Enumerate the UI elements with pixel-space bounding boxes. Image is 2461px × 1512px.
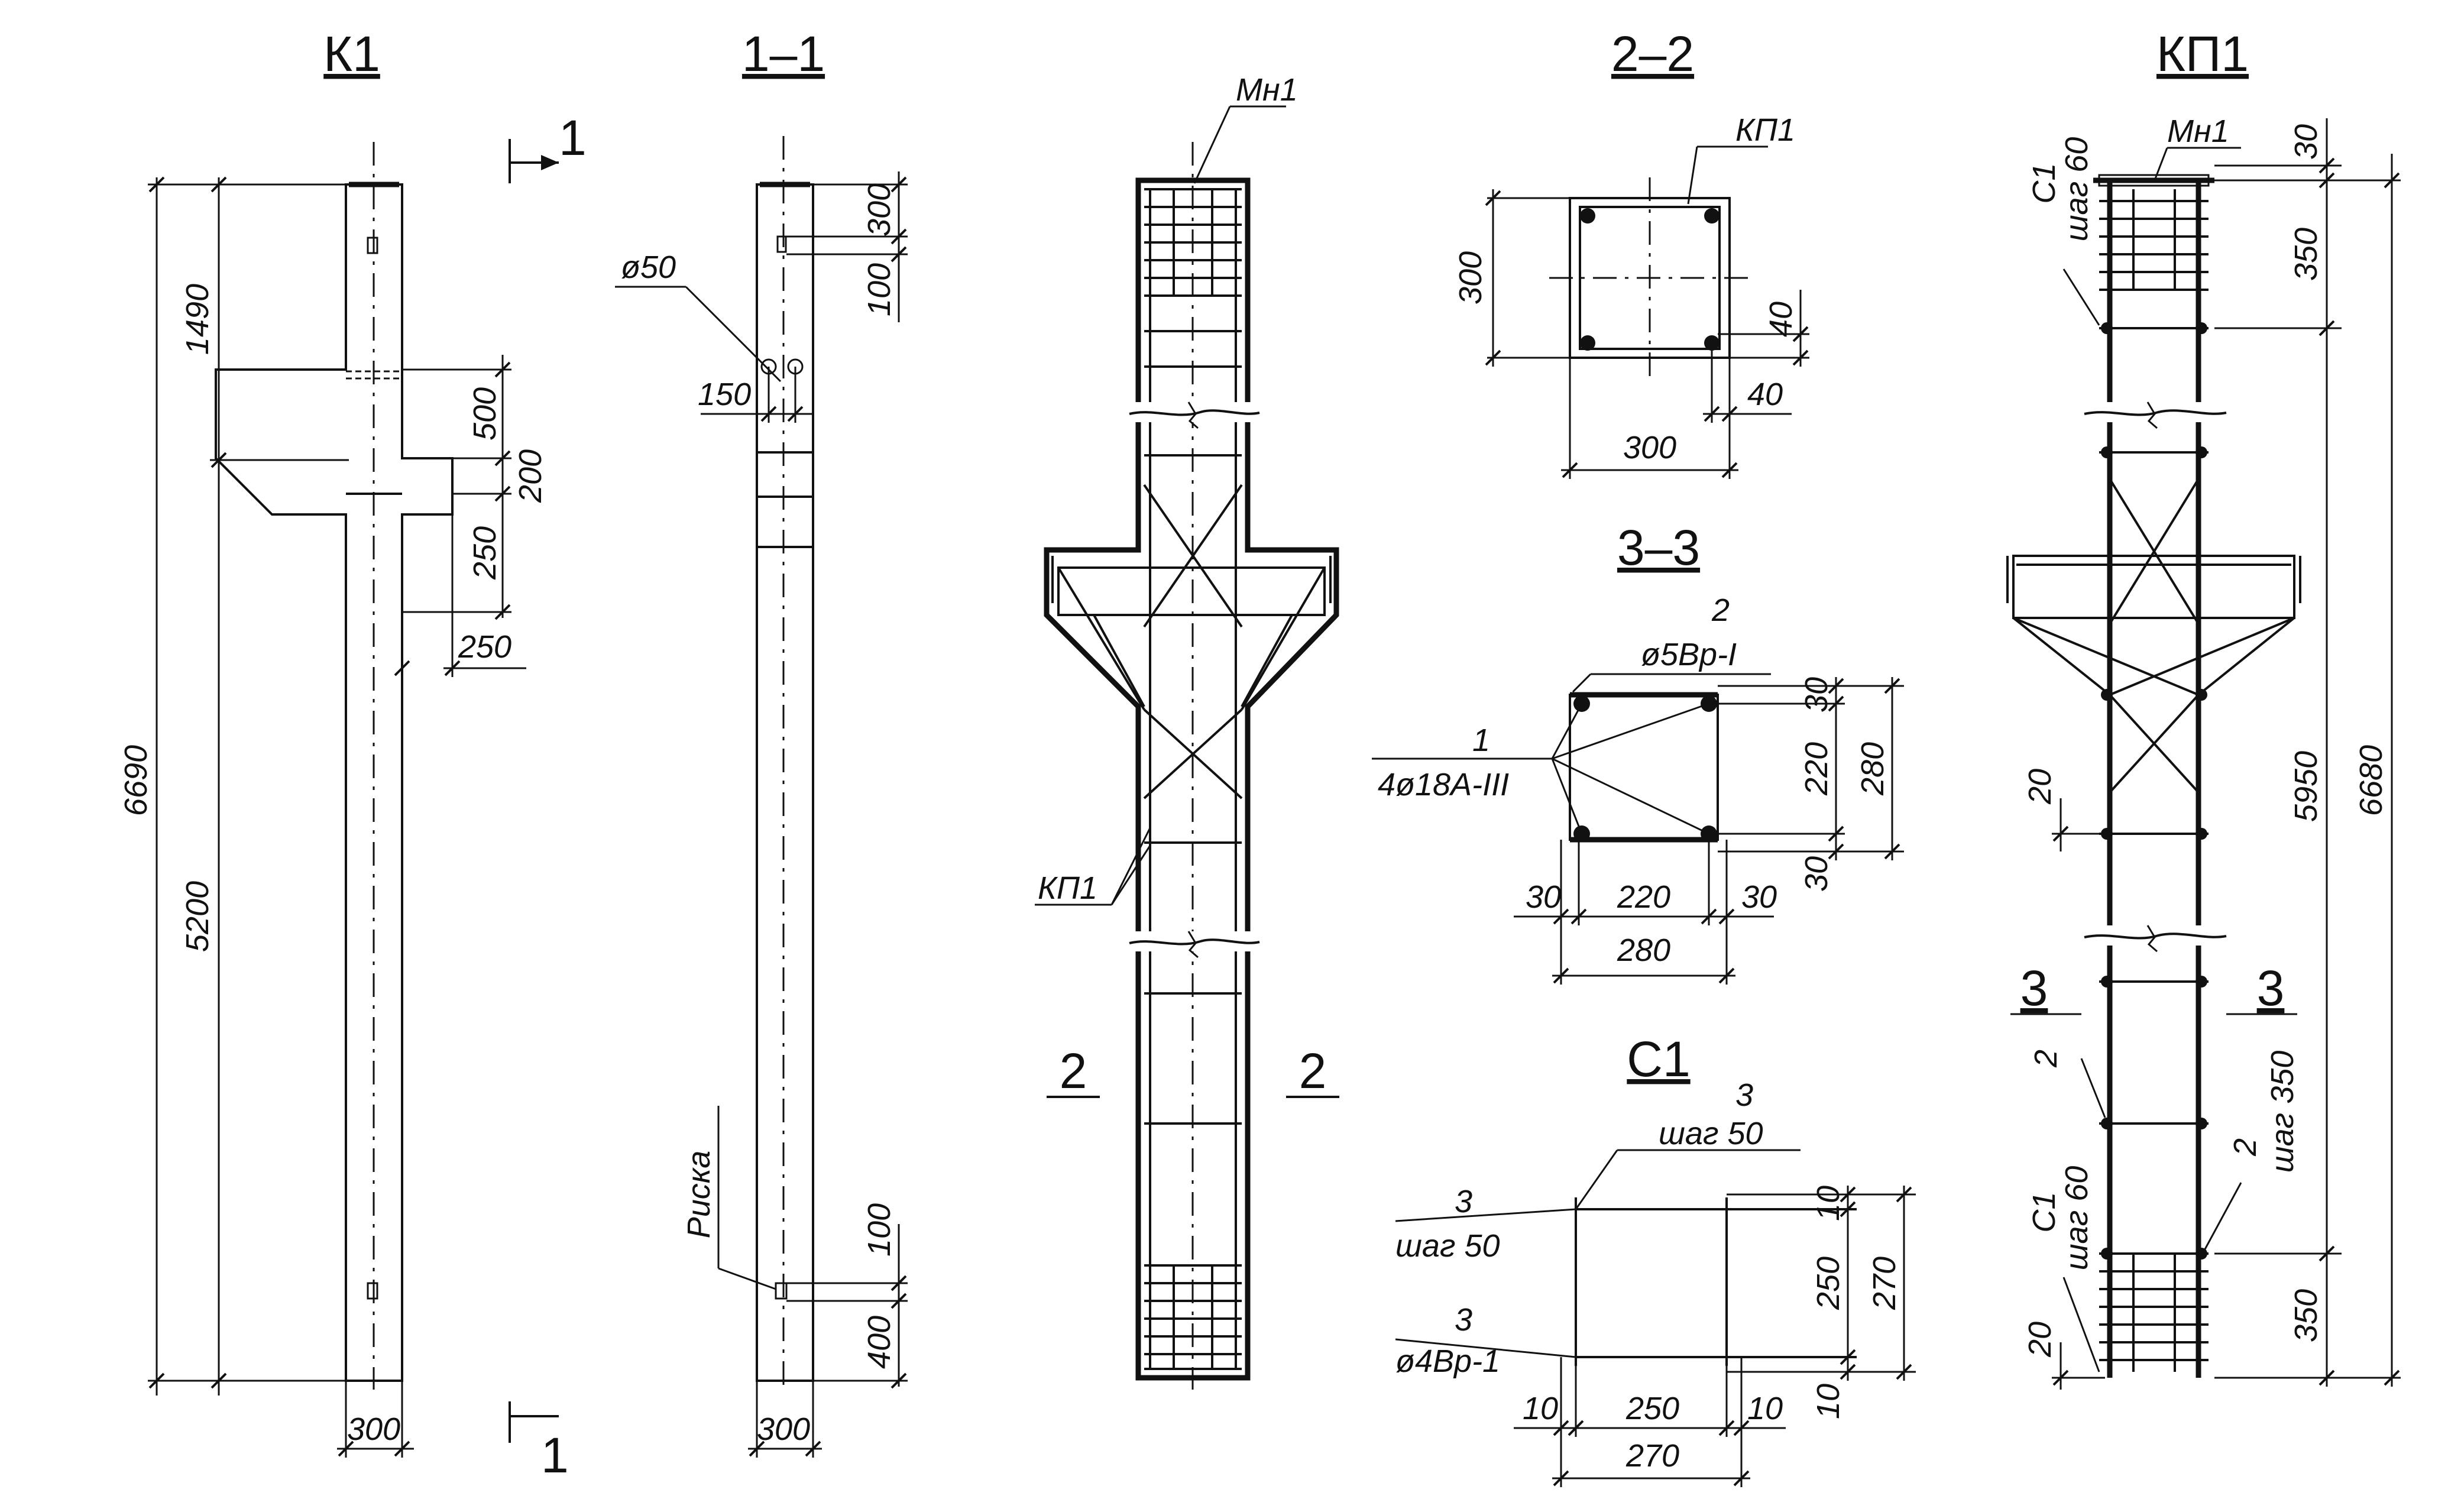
kp1-dim-20-middle: 20 xyxy=(2022,769,2058,805)
c1-dim-250-horizontal: 250 xyxy=(1625,1391,1679,1426)
s33-bar-1: 4ø18A-III xyxy=(1378,767,1509,802)
section-3-3 xyxy=(1372,673,1904,985)
cut-marker-1-top xyxy=(509,139,559,183)
section-1-1-dimensions xyxy=(615,171,908,1458)
title-c1: С1 xyxy=(1627,1031,1690,1087)
kp1-dim-6680: 6680 xyxy=(2353,745,2389,816)
c1-dim-270-horizontal: 270 xyxy=(1625,1438,1679,1474)
k1-dim-lower: 5200 xyxy=(180,881,215,952)
cut-label-2-right: 2 xyxy=(1299,1043,1327,1099)
kp1-dim-5950: 5950 xyxy=(2288,751,2324,822)
kp1-dim-350-bottom: 350 xyxy=(2288,1289,2324,1342)
s33-dim-30-right: 30 xyxy=(1741,879,1777,915)
k1-dim-250-vertical: 250 xyxy=(467,526,503,580)
kp1-step-350: шаг 350 xyxy=(2265,1051,2300,1173)
cut-marker-1-bottom xyxy=(509,1401,559,1443)
cut-label-3-right: 3 xyxy=(2257,960,2285,1016)
c1-step-50-top: шаг 50 xyxy=(1659,1116,1763,1151)
cut-label-2-left: 2 xyxy=(1060,1043,1087,1099)
s33-dim-30-left: 30 xyxy=(1526,879,1561,915)
kp1-pos-2-left: 2 xyxy=(2028,1050,2064,1068)
s33-pos-1: 1 xyxy=(1472,723,1490,758)
s11-dim-400: 400 xyxy=(862,1316,897,1369)
c1-dim-10-left: 10 xyxy=(1523,1391,1558,1426)
cage-kp1 xyxy=(2006,174,2301,1378)
s11-dim-100-bottom: 100 xyxy=(862,1203,897,1257)
column-k1-dimensions xyxy=(148,176,526,1458)
s11-risk-label: Риска xyxy=(681,1151,717,1239)
kp1-dim-30: 30 xyxy=(2288,124,2324,160)
k1-dim-total: 6690 xyxy=(118,745,154,816)
s11-dim-100-top: 100 xyxy=(862,263,897,316)
c1-dim-250-vertical: 250 xyxy=(1811,1257,1846,1310)
s33-bar-2: ø5Вр-I xyxy=(1641,637,1737,672)
cut-label-1-top: 1 xyxy=(559,110,587,166)
c1-step-50-left: шаг 50 xyxy=(1395,1228,1500,1264)
kp1-pos-2-right: 2 xyxy=(2227,1138,2263,1157)
kp1-mn1-label: Мн1 xyxy=(2167,114,2229,149)
section-2-2 xyxy=(1485,145,1809,479)
kp1-step-60-top: шаг 60 xyxy=(2059,137,2094,242)
c1-pos-3-top: 3 xyxy=(1735,1077,1753,1113)
c1-dim-270-vertical: 270 xyxy=(1867,1257,1902,1310)
c1-dim-10-right: 10 xyxy=(1747,1391,1783,1426)
k1-dim-250-horizontal: 250 xyxy=(458,629,511,665)
section-1-1-outline xyxy=(756,136,814,1390)
s11-dim-300: 300 xyxy=(862,183,897,237)
column-reinforcement-elevation xyxy=(1044,142,1339,1390)
s33-pos-2: 2 xyxy=(1711,593,1730,628)
column-k1-outline xyxy=(215,142,454,1390)
kp1-c1-bottom: С1 xyxy=(2026,1192,2062,1232)
kp1-c1-top: С1 xyxy=(2026,163,2062,203)
kp1-leaders-dims xyxy=(2010,118,2401,1390)
s33-dim-220-horizontal: 220 xyxy=(1617,879,1670,915)
s22-dim-300-vertical: 300 xyxy=(1453,251,1488,305)
kp1-dim-350-top: 350 xyxy=(2288,228,2324,281)
c1-dim-10-bottom: 10 xyxy=(1811,1384,1846,1419)
c1-bar-3: ø4Вр-1 xyxy=(1395,1343,1500,1379)
cut-label-3-left: 3 xyxy=(2020,960,2048,1016)
title-section-3-3: 3–3 xyxy=(1617,520,1700,575)
title-section-2-2: 2–2 xyxy=(1611,26,1694,82)
title-kp1: КП1 xyxy=(2156,26,2249,82)
c1-pos-3-bottom: 3 xyxy=(1455,1302,1472,1338)
s33-dim-30-top: 30 xyxy=(1799,677,1834,713)
kp1-dim-20-bottom: 20 xyxy=(2022,1322,2058,1358)
title-section-1-1: 1–1 xyxy=(742,26,825,82)
s11-dim-width: 300 xyxy=(757,1411,810,1447)
s22-dim-300-horizontal: 300 xyxy=(1623,430,1676,465)
k1-dim-width: 300 xyxy=(347,1411,400,1447)
mid-leaders xyxy=(1035,105,1339,1098)
title-k1: К1 xyxy=(323,26,380,82)
c1-dim-10-top: 10 xyxy=(1811,1186,1846,1221)
s33-dim-30-bottom: 30 xyxy=(1799,856,1834,892)
kp1-step-60-bottom: шаг 60 xyxy=(2059,1166,2094,1271)
s11-dim-150: 150 xyxy=(698,377,751,412)
s33-dim-220-vertical: 220 xyxy=(1799,742,1834,796)
s22-dim-40-vertical: 40 xyxy=(1763,302,1799,337)
s22-dim-40-horizontal: 40 xyxy=(1747,377,1783,412)
s11-hole-label: ø50 xyxy=(621,250,676,285)
s33-dim-280-horizontal: 280 xyxy=(1617,933,1670,968)
mesh-c1 xyxy=(1395,1149,1916,1487)
k1-dim-500: 500 xyxy=(467,387,503,441)
c1-pos-3-left: 3 xyxy=(1455,1184,1472,1219)
mid-mn1-label: Мн1 xyxy=(1236,72,1298,108)
mid-kp1-label: КП1 xyxy=(1038,870,1097,906)
s22-kp1-label: КП1 xyxy=(1735,112,1795,148)
k1-dim-200: 200 xyxy=(513,449,548,503)
k1-dim-upper: 1490 xyxy=(180,284,215,355)
s33-dim-280-vertical: 280 xyxy=(1855,742,1890,796)
cut-label-1-bottom: 1 xyxy=(541,1427,569,1483)
